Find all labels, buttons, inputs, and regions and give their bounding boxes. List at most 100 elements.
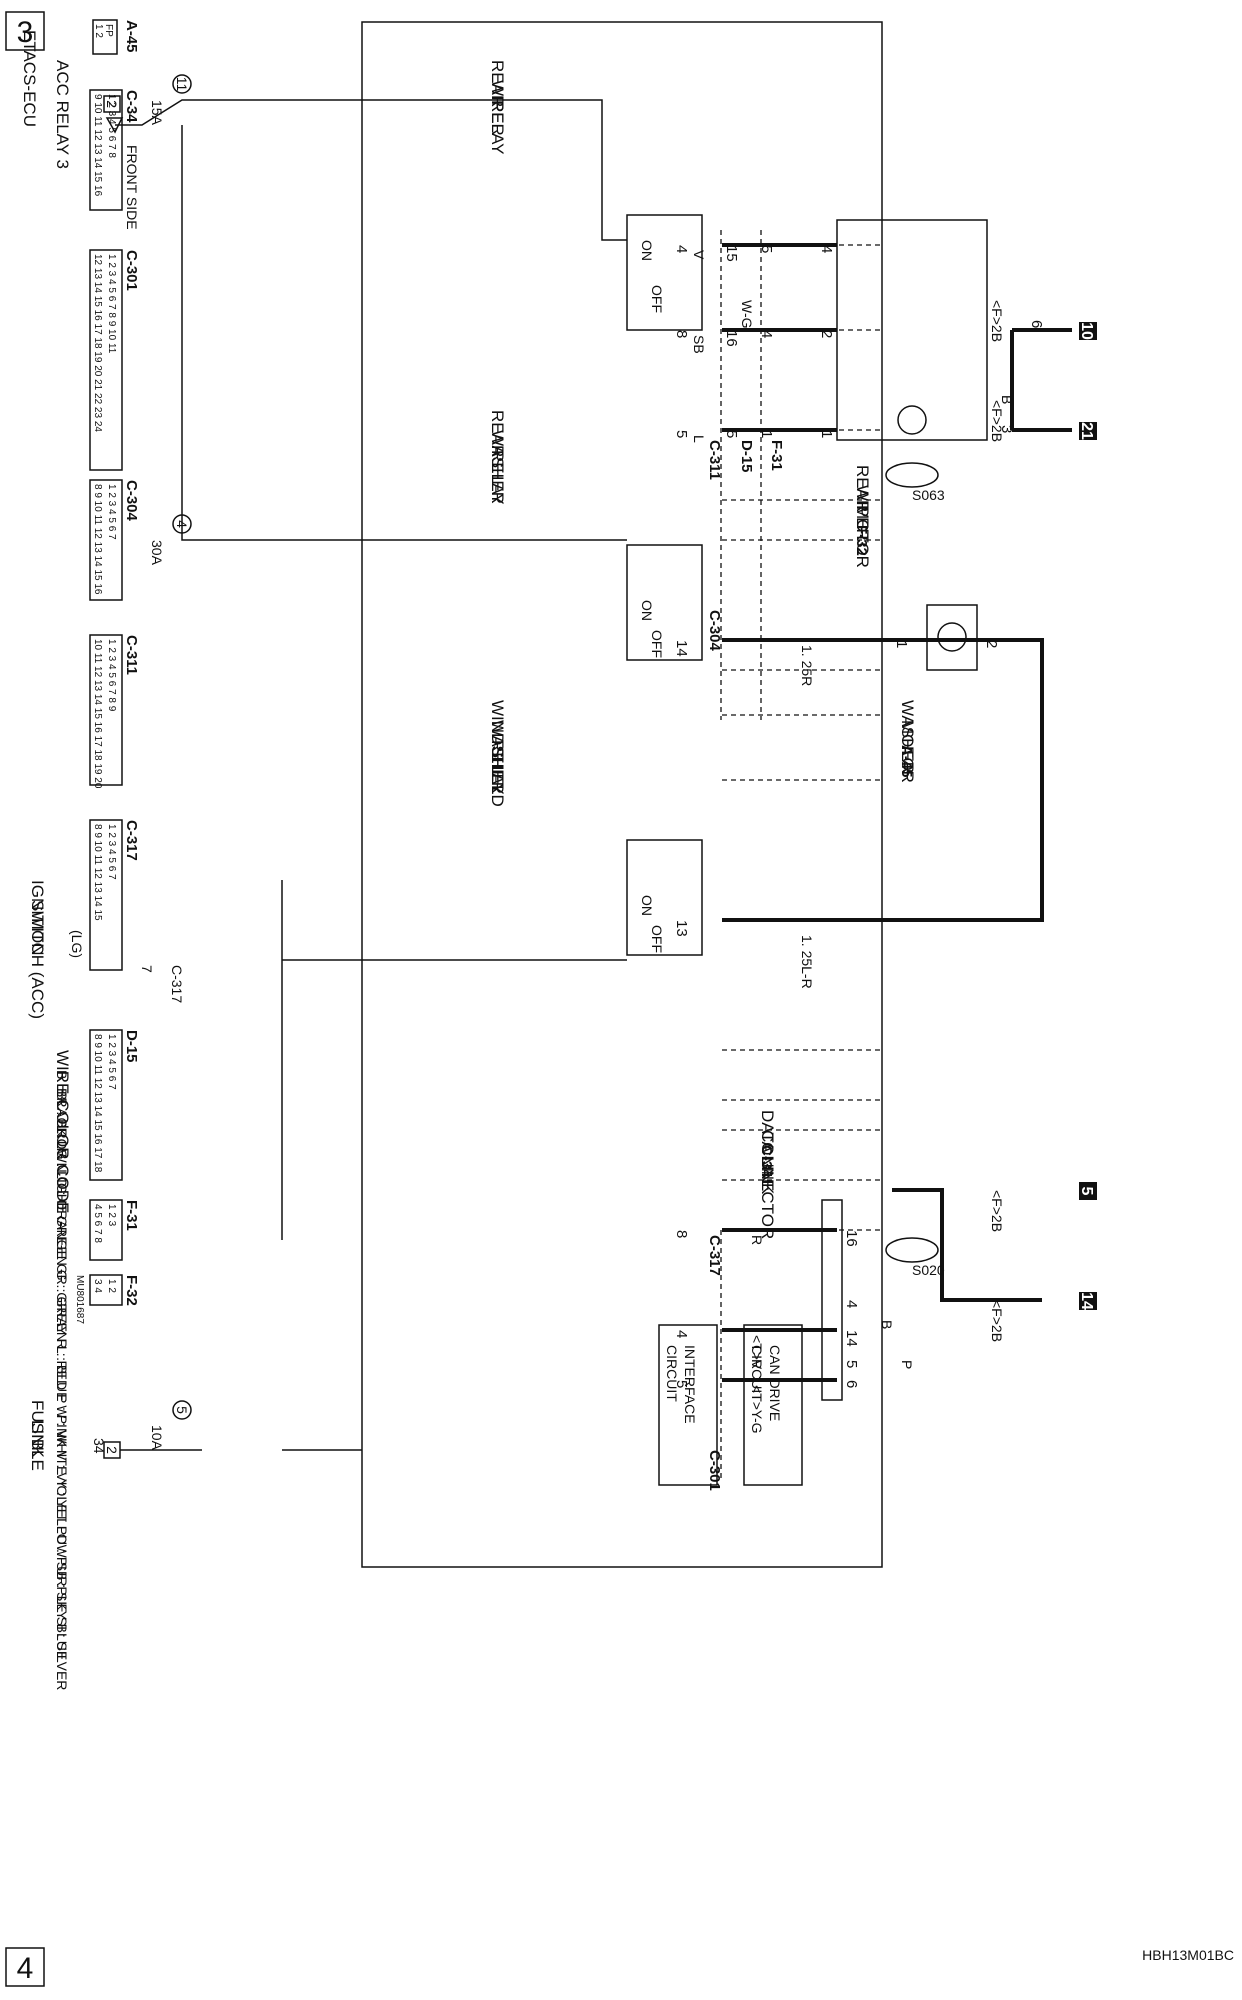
rear-wiper-motor-label-1: REAR — [853, 465, 872, 512]
fusible-link-label-1: FUSIBLE — [28, 1400, 47, 1471]
connector-f32-code: MU801687 — [74, 1275, 85, 1324]
f2b-label-1: <F>2B — [989, 300, 1005, 342]
d15-pin-5: 5 — [723, 430, 740, 438]
c304-pins-row-2: 8 9 10 11 12 13 14 15 16 — [92, 484, 103, 595]
washer-motor-frame — [926, 604, 978, 671]
f32-pins-row-2: 3 4 — [92, 1279, 103, 1293]
wire-r125-label: 1. 25R — [799, 645, 815, 686]
fuse-11-rating: 15A — [149, 100, 165, 126]
rear-wiper-motor-frame — [836, 219, 988, 441]
d15-pin-15: 15 — [723, 245, 740, 262]
washer-motor-label-2: MOTOR — [898, 720, 917, 783]
c304-connector: C-304 — [706, 610, 723, 652]
washer-motor-pin-1: 1 — [893, 640, 910, 648]
ecu-pin-4: 4 — [673, 1330, 690, 1338]
ground-5-id: 5 — [1078, 1187, 1095, 1196]
windshield-relay-off: OFF — [649, 925, 665, 953]
data-link-b-wire: B — [879, 1320, 895, 1329]
washer-motor-icon — [937, 622, 967, 652]
wire-color-code-line-2: BR : BROWN O : ORANGE GR : GRAY R : RED … — [54, 1088, 70, 1690]
f31-pin-1: 1 — [758, 430, 775, 438]
fuse-5-circle — [172, 1400, 192, 1420]
rear-wiper-motor-label-3: MOTOR — [853, 505, 872, 568]
wire-sb-label: SB — [691, 335, 707, 354]
page-number-right: 4 — [17, 1952, 34, 1985]
f31-pins-row-1: 1 2 3 — [106, 1204, 117, 1227]
connector-view-d15: D-15 1 2 3 4 5 6 7 8 9 10 11 12 13 14 15… — [89, 1029, 140, 1181]
ground-10-id: 10 — [1078, 322, 1095, 340]
can-drive-circuit — [743, 1324, 803, 1486]
f2b-label-3: <F>2B — [989, 1190, 1005, 1232]
rear-wiper-motor-pin-2: 2 — [818, 330, 835, 338]
page-number-left: 3 — [17, 16, 34, 49]
c311-pin-5: 5 — [673, 430, 690, 438]
c304-pins-row-1: 1 2 3 4 5 6 7 — [106, 484, 117, 540]
fusible-link-number: 34 — [91, 1438, 107, 1454]
c311-pins-row-2: 10 11 12 13 14 15 16 17 18 19 20 — [92, 639, 103, 789]
rear-washer-relay — [626, 544, 703, 661]
acc-relay-term-box — [103, 95, 121, 113]
rear-wiper-motor-label-2: WIPER — [853, 485, 872, 541]
connector-c34-note: FRONT SIDE — [124, 145, 140, 230]
page-number-box-right — [5, 1947, 45, 1987]
c317-pins-row-1: 1 2 3 4 5 6 7 — [106, 824, 117, 880]
diagram-code: HBH13M01BC — [1142, 1947, 1234, 1963]
rear-wiper-relay-label-2: WIPER — [488, 80, 507, 136]
rear-wiper-relay-label-1: REAR — [488, 60, 507, 107]
relay-supply-wires — [202, 99, 627, 961]
ground-wiring-data-link — [892, 1188, 1042, 1302]
data-link-pin-4: 4 — [843, 1300, 860, 1308]
connector-c317-id: C-317 — [123, 820, 140, 861]
f2b-label-2: <F>2B — [989, 400, 1005, 442]
data-link-connector — [821, 1199, 843, 1401]
rear-washer-relay-label-3: RELAY — [488, 450, 507, 505]
connector-view-f31: F-31 1 2 3 4 5 6 7 8 — [89, 1199, 140, 1261]
data-link-label-1: DATA LINK — [758, 1110, 777, 1195]
connector-c34-id: C-34 — [123, 90, 140, 123]
d15-pins-row-2: 8 9 10 11 12 13 14 15 16 17 18 — [92, 1034, 103, 1173]
fusible-link-label-2: LINK — [28, 1420, 47, 1458]
c34-pins-row-2: 9 10 11 12 13 14 15 16 — [92, 94, 103, 197]
data-link-connector-id: C-34 — [758, 1145, 775, 1178]
c304-pin-14: 14 — [673, 640, 690, 657]
windshield-relay-label-2: WASHER — [488, 720, 507, 794]
wire-tyg-label: <T>Y-G — [749, 1385, 765, 1434]
fusible-link-term: 2 — [104, 1446, 120, 1454]
etacs-ecu-title: ETACS-ECU — [20, 30, 39, 127]
c311-pin-8: 8 — [673, 330, 690, 338]
connector-view-c311: C-311 1 2 3 4 5 6 7 8 9 10 11 12 13 14 1… — [89, 634, 140, 789]
c301-pins-row-2: 12 13 14 15 16 17 18 19 20 21 22 23 24 — [92, 254, 103, 432]
connector-f32-id: F-32 — [123, 1275, 140, 1306]
ignition-wire: (LG) — [69, 930, 85, 958]
f31-ground-pin: 6 — [1028, 320, 1045, 328]
wire-r-label: R — [749, 1235, 765, 1245]
acc-relay-label: ACC RELAY 3 — [53, 60, 72, 169]
f31-connector-label: F-31 — [768, 440, 785, 471]
f31-pin-4: 4 — [758, 330, 775, 338]
a45-pins: 1 2 — [93, 24, 104, 38]
ecu-pin-guides — [722, 244, 882, 1231]
washer-motor-connector: A-45 — [898, 745, 915, 778]
f32-pins-row-1: 1 2 — [106, 1279, 117, 1293]
f31-pins-row-2: 4 5 6 7 8 — [92, 1204, 103, 1243]
wire-tv-label: <T>V — [749, 1335, 765, 1370]
rear-wiper-relay-on: ON — [639, 240, 655, 261]
c311-connector: C-311 — [706, 440, 723, 480]
wire-washer-motor — [722, 638, 1044, 922]
rear-wiper-motor-icon — [897, 405, 927, 435]
fuse-11-symbol — [115, 99, 202, 126]
rear-wiper-motor-pin-1: 1 — [818, 430, 835, 438]
fuse-5-rating: 10A — [149, 1425, 165, 1451]
data-link-pin-16: 16 — [843, 1230, 860, 1247]
etacs-ecu-frame — [361, 21, 883, 1568]
splice-s020-label: S020 — [912, 1262, 945, 1278]
rear-wiper-relay — [626, 214, 703, 331]
fuse-11-number: 11 — [174, 77, 190, 92]
windshield-relay-on: ON — [639, 895, 655, 916]
wire-color-code-line-1: B : BLACK LG : LIGHT GREEN G : GREEN L :… — [54, 1070, 70, 1660]
c311-pin-4: 4 — [673, 245, 690, 253]
splice-s063-label: S063 — [912, 487, 945, 503]
wire-wg-label: W-G — [739, 300, 755, 329]
ignition-label-1: IGNITION — [28, 880, 47, 956]
